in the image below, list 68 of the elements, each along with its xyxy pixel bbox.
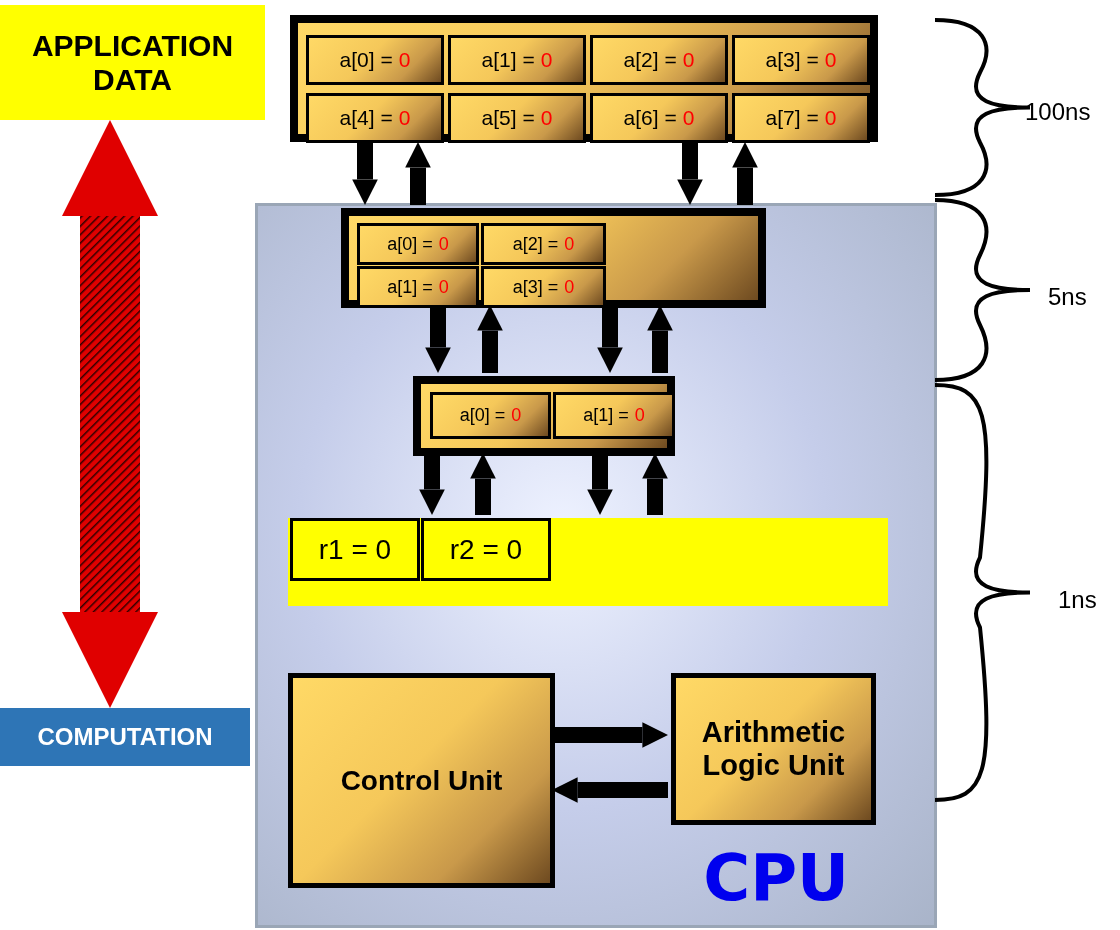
- arrow: [732, 142, 758, 205]
- cell-label: a[5] =: [481, 106, 535, 130]
- box-title: COMPUTATION: [37, 723, 213, 751]
- cell-value: 0: [634, 405, 645, 426]
- cache-cell: [357, 266, 479, 308]
- box-title: Arithmetic Logic Unit: [700, 716, 847, 782]
- cpu-box: [255, 203, 937, 928]
- cell-value: 0: [682, 106, 695, 130]
- cell-label: a[1] =: [481, 48, 535, 72]
- cell-value: 0: [438, 233, 449, 255]
- cell-label: a[6] =: [623, 106, 677, 130]
- cell-label: a[2] =: [623, 48, 677, 72]
- box-title: APPLICATION DATA: [30, 28, 235, 97]
- time-label: 100ns: [1025, 98, 1091, 126]
- cell-label: a[0] =: [459, 405, 506, 426]
- cell-value: 0: [564, 233, 575, 255]
- register-cell: [421, 518, 551, 581]
- double-arrow: [62, 120, 158, 708]
- cache-cell: [553, 392, 675, 439]
- data-label-box: [0, 5, 265, 120]
- cache-cell: [481, 223, 606, 265]
- cell-value: 0: [682, 48, 695, 72]
- cell-label: a[0] =: [387, 233, 433, 255]
- arrow: [677, 142, 703, 205]
- cell-label: a[3] =: [765, 48, 819, 72]
- unit-box: [671, 673, 876, 825]
- cell-label: a[1] =: [387, 276, 433, 298]
- cell-value: 0: [824, 106, 837, 130]
- cell-value: 0: [564, 276, 575, 298]
- cache-cell: [481, 266, 606, 308]
- cell-label: a[4] =: [339, 106, 393, 130]
- memory-cell: [590, 93, 728, 143]
- cpu-title: CPU: [703, 841, 849, 915]
- memory-cell: [732, 93, 870, 143]
- computation-label-box: [0, 708, 250, 766]
- cell-value: 0: [511, 405, 522, 426]
- cell-label: a[1] =: [583, 405, 629, 426]
- register-cell: [290, 518, 420, 581]
- memory-cell: [448, 35, 586, 85]
- unit-box: [288, 673, 555, 888]
- cell-value: 0: [540, 106, 553, 130]
- cell-value: 0: [824, 48, 837, 72]
- memory-cell: [732, 35, 870, 85]
- cell-value: 0: [540, 48, 553, 72]
- cell-label: a[2] =: [512, 233, 559, 255]
- memory-cell: [590, 35, 728, 85]
- register-label: r1 = 0: [318, 533, 392, 566]
- memory-box: [290, 15, 878, 142]
- box-title: Control Unit: [340, 764, 503, 797]
- memory-cell: [306, 93, 444, 143]
- cache-cell: [430, 392, 551, 439]
- cell-label: a[0] =: [339, 48, 393, 72]
- cache-cell: [357, 223, 479, 265]
- time-label: 1ns: [1058, 586, 1097, 614]
- arrow: [405, 142, 431, 205]
- cell-label: a[7] =: [765, 106, 819, 130]
- time-label: 5ns: [1048, 283, 1087, 311]
- memory-box: [413, 376, 675, 456]
- memory-cell: [448, 93, 586, 143]
- register-bar: [288, 518, 888, 606]
- cell-value: 0: [438, 276, 449, 298]
- register-label: r2 = 0: [449, 533, 523, 566]
- memory-box: [341, 208, 766, 308]
- cell-label: a[3] =: [512, 276, 559, 298]
- memory-cell: [306, 35, 444, 85]
- arrow: [352, 142, 378, 205]
- cell-value: 0: [398, 106, 411, 130]
- cell-value: 0: [398, 48, 411, 72]
